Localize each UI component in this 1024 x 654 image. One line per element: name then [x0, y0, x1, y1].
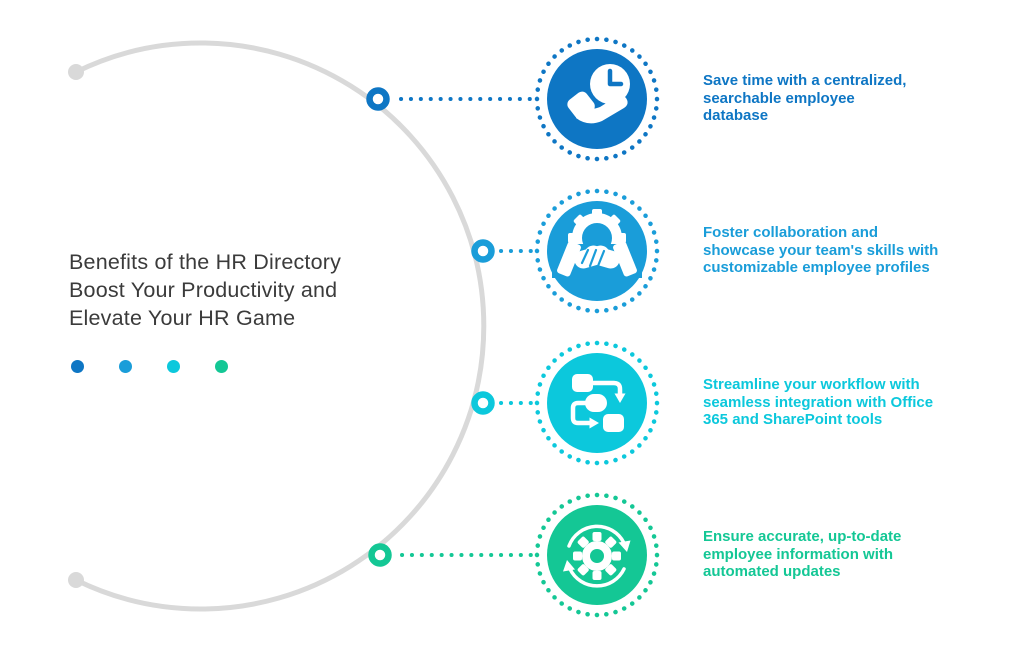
node-ring-1 [366, 87, 390, 111]
benefit-4-text: Ensure accurate, up-to-date employee inf… [703, 528, 902, 580]
hand-clock-icon [567, 64, 630, 124]
benefit-4-icon-circle [532, 490, 662, 620]
legend-dots [71, 360, 228, 373]
legend-dot-2 [119, 360, 132, 373]
benefit-1-icon-circle [532, 34, 662, 164]
arc-endpoint-top [68, 64, 84, 80]
workflow-icon [570, 374, 626, 432]
handshake-gear-icon [552, 209, 642, 278]
node-ring-3 [471, 391, 495, 415]
arc-endpoint-bottom [68, 572, 84, 588]
sync-gear-icon [563, 524, 631, 588]
benefit-3-icon-circle [532, 338, 662, 468]
benefit-3-text: Streamline your workflow with seamless i… [703, 376, 934, 428]
legend-dot-1 [71, 360, 84, 373]
node-ring-4 [368, 543, 392, 567]
legend-dot-4 [215, 360, 228, 373]
dotted-ring [534, 340, 660, 466]
benefit-1-text: Save time with a centralized, searchable… [703, 72, 907, 124]
node-ring-2 [471, 239, 495, 263]
dotted-ring [534, 492, 660, 618]
dotted-ring [534, 188, 660, 314]
benefit-2-text: Foster collaboration and showcase your t… [703, 224, 939, 276]
page-title: Benefits of the HR Directory Boost Your … [69, 250, 342, 330]
timeline-arc [74, 40, 487, 612]
legend-dot-3 [167, 360, 180, 373]
dotted-ring [534, 36, 660, 162]
benefit-2-icon-circle [532, 186, 662, 316]
